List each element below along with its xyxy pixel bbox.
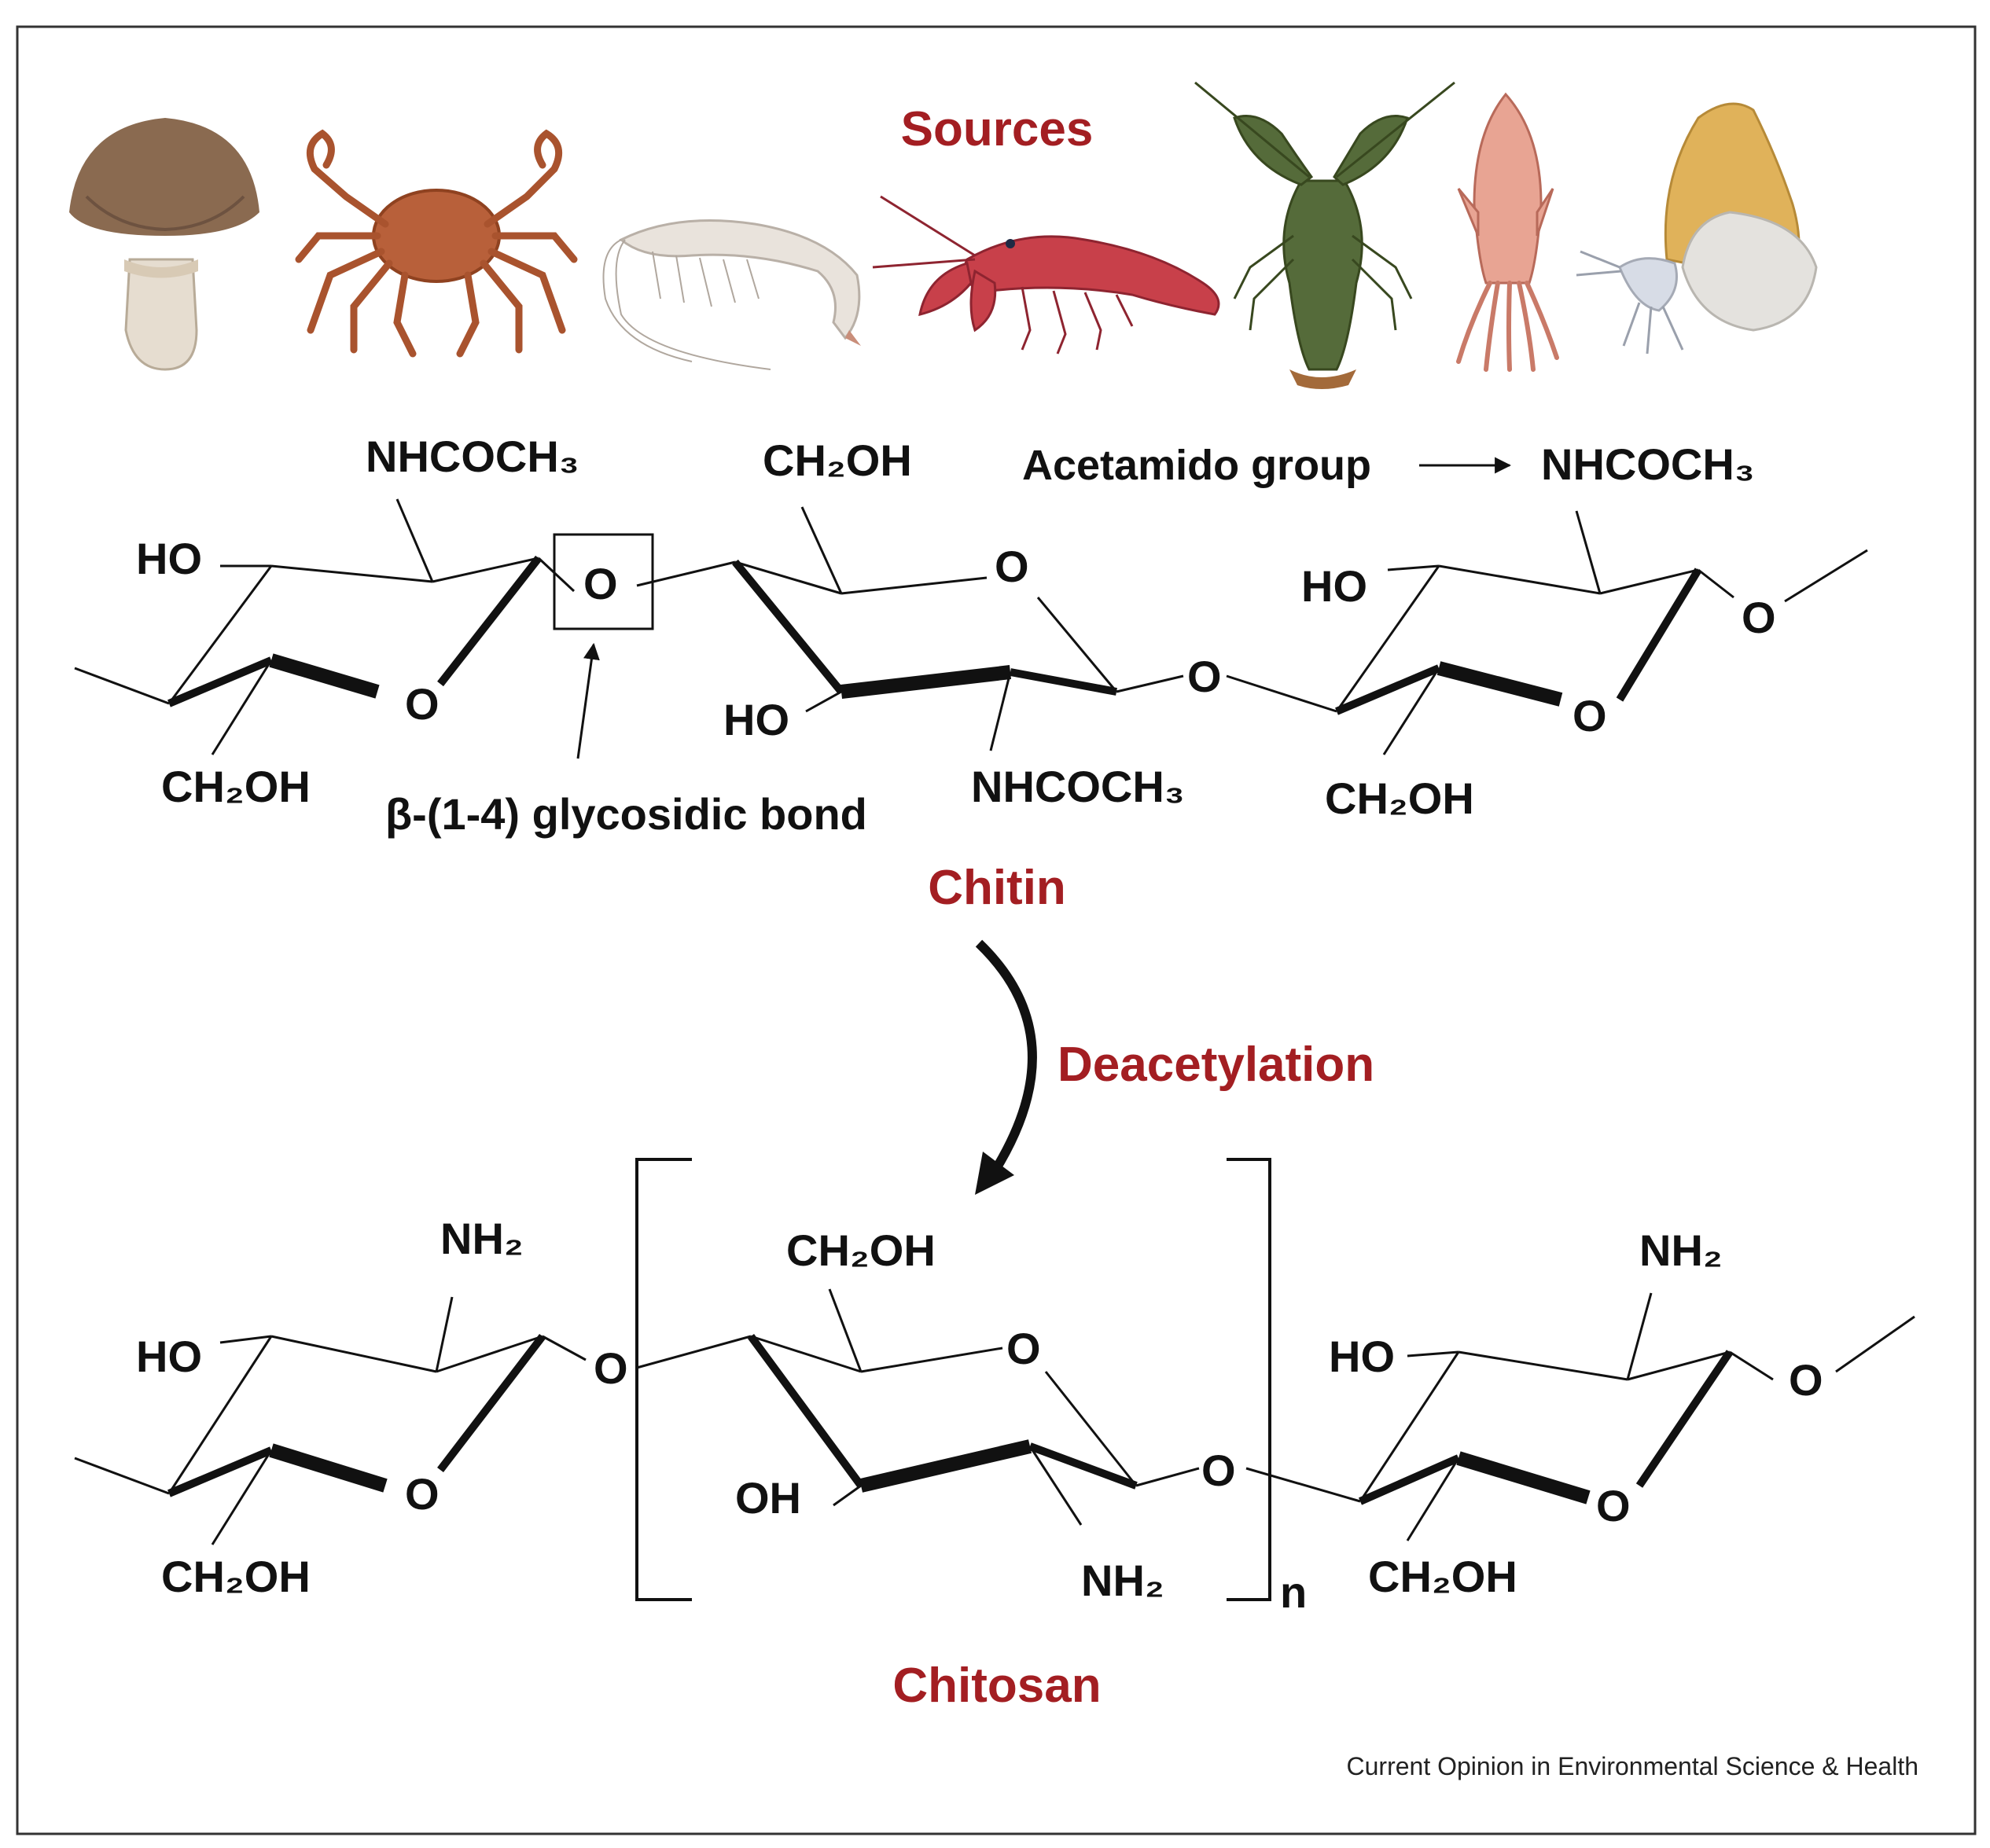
squid-icon: [1456, 92, 1559, 372]
chitosan-structure: [74, 1158, 1915, 1601]
chitin-link-o: O: [1187, 652, 1222, 701]
source-credit: Current Opinion in Environmental Science…: [1347, 1752, 1918, 1780]
chitin-ho-3: HO: [1301, 561, 1367, 611]
acetamido-group-label: Acetamido group: [1022, 442, 1371, 489]
chitin-end-o: O: [1742, 593, 1776, 642]
crab-icon: [295, 129, 578, 358]
moth-icon: [1576, 102, 1818, 355]
chitin-ch2oh-2: CH₂OH: [763, 435, 912, 485]
chitin-ch2oh-3: CH₂OH: [1325, 773, 1474, 823]
chitosan-nh2-2: NH₂: [1081, 1556, 1164, 1605]
chitin-structure: [74, 457, 1868, 759]
shrimp-icon: [602, 219, 861, 370]
repeat-unit-n: n: [1280, 1567, 1307, 1617]
chitosan-ch2oh-3: CH₂OH: [1368, 1552, 1517, 1601]
chitosan-ring-o-1: O: [405, 1469, 440, 1519]
chitin-glycosidic-o: O: [583, 559, 618, 608]
chitin-nhcoch3-2: NHCOCH₃: [971, 762, 1185, 811]
chitin-ring-o-1: O: [405, 679, 440, 729]
chitin-ho-2: HO: [723, 695, 789, 744]
chitosan-ring-o-2: O: [1006, 1324, 1041, 1373]
chitosan-ch2oh-2: CH₂OH: [786, 1225, 936, 1275]
chitosan-link-o-2: O: [1201, 1446, 1236, 1495]
figure-frame: [16, 25, 1977, 1835]
deacetylation-arrow: [975, 939, 1037, 1195]
chitin-nhcoch3-1: NHCOCH₃: [366, 432, 579, 481]
chitosan-ch2oh-1: CH₂OH: [161, 1552, 311, 1601]
chitosan-oh-2: OH: [735, 1473, 801, 1523]
lobster-icon: [1194, 81, 1455, 389]
chitin-ring-o-3: O: [1573, 691, 1607, 740]
crayfish-icon: [872, 195, 1220, 355]
chitin-ring-o-2: O: [995, 542, 1029, 591]
chitosan-nh2-1: NH₂: [440, 1214, 524, 1263]
chitosan-ho-1: HO: [136, 1332, 202, 1381]
chitosan-nh2-3: NH₂: [1639, 1225, 1723, 1275]
deacetylation-label: Deacetylation: [1058, 1038, 1374, 1092]
glycosidic-bond-label: β-(1-4) glycosidic bond: [385, 789, 867, 839]
chitosan-ho-3: HO: [1329, 1332, 1395, 1381]
chitosan-end-o: O: [1789, 1355, 1823, 1405]
chitin-ho-1: HO: [136, 534, 202, 583]
chitin-nhcoch3-3: NHCOCH₃: [1541, 439, 1755, 489]
chitosan-ring-o-3: O: [1596, 1481, 1631, 1530]
chitosan-title: Chitosan: [892, 1659, 1101, 1713]
sources-title: Sources: [901, 102, 1094, 156]
chitin-title: Chitin: [928, 861, 1066, 915]
mushroom-icon: [69, 118, 259, 371]
chitosan-link-o-1: O: [594, 1343, 628, 1393]
chitin-ch2oh-1: CH₂OH: [161, 762, 311, 811]
